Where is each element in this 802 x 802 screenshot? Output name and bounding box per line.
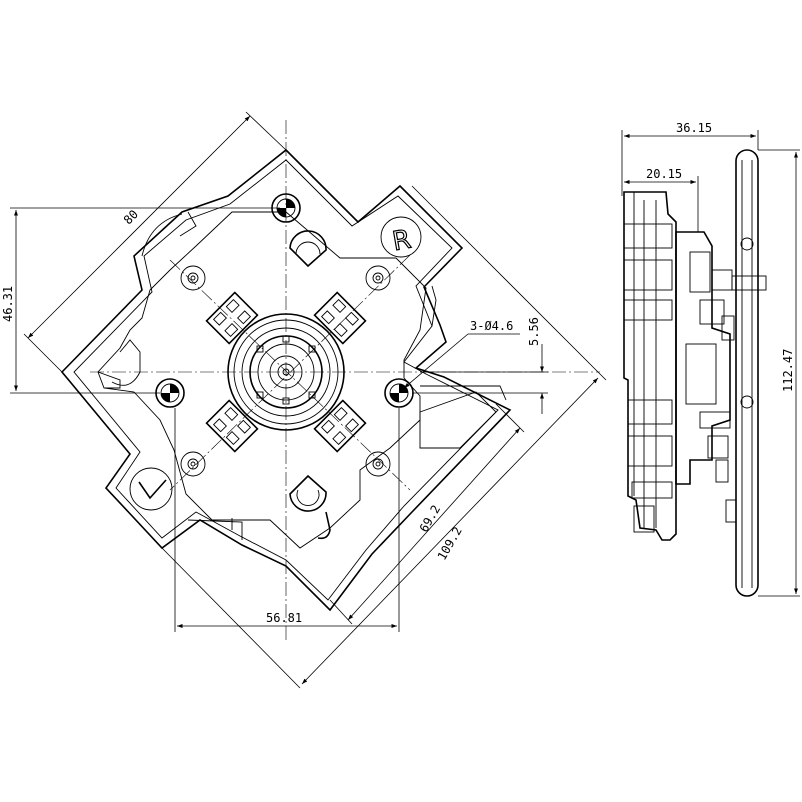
r-badge-label: R bbox=[390, 225, 413, 258]
left-cutout bbox=[111, 339, 141, 386]
dim-1092-text: 109.2 bbox=[435, 524, 465, 562]
mounting-hole-left bbox=[155, 378, 185, 408]
screw-boss-bottom-right bbox=[365, 451, 391, 477]
dim-80-text: 80 bbox=[121, 207, 141, 227]
dim-3615-text: 36.15 bbox=[676, 121, 712, 135]
dim-5681-text: 56.81 bbox=[266, 611, 302, 625]
clip-block-bottom-right bbox=[313, 399, 367, 453]
l-badge-mark bbox=[138, 479, 167, 500]
dim-692-ext-b bbox=[329, 599, 353, 625]
side-main-body bbox=[623, 191, 677, 541]
clip-block-top-right bbox=[313, 291, 367, 345]
dim-1092-line bbox=[301, 377, 599, 685]
side-view: 36.15 20.15 112.47 bbox=[621, 121, 800, 597]
side-connector bbox=[675, 231, 731, 485]
r-badge bbox=[380, 216, 422, 258]
dim-2015-text: 20.15 bbox=[646, 167, 682, 181]
right-pocket bbox=[419, 391, 497, 449]
top-tab bbox=[289, 230, 327, 268]
screw-boss-top-left bbox=[180, 265, 206, 291]
clip-block-bottom-left bbox=[205, 399, 259, 453]
bottom-bracket bbox=[187, 518, 243, 540]
inner-plate bbox=[97, 211, 427, 549]
diagonal-centerline-b bbox=[169, 254, 411, 491]
dim-11247-text: 112.47 bbox=[781, 349, 795, 392]
dim-1092-ext-b bbox=[161, 547, 301, 689]
bottom-tab-inner bbox=[296, 489, 320, 507]
top-tab-inner bbox=[295, 241, 321, 255]
dim-1092-ext-a bbox=[411, 185, 607, 381]
front-dimensions: 80 46.31 5.56 3-Ø4.6 69.2 109.2 56.81 bbox=[1, 111, 607, 689]
left-notch bbox=[97, 371, 121, 389]
mounting-hole-right bbox=[384, 378, 414, 408]
l-badge bbox=[129, 467, 173, 511]
right-step bbox=[420, 285, 507, 401]
hole-callout-text: 3-Ø4.6 bbox=[470, 319, 513, 333]
side-front-plate bbox=[735, 149, 759, 597]
screw-boss-bottom-left bbox=[180, 451, 206, 477]
clip-block-top-left bbox=[205, 291, 259, 345]
screw-boss-top-right bbox=[365, 265, 391, 291]
center-boss bbox=[227, 313, 345, 431]
dim-556-text: 5.56 bbox=[527, 317, 541, 346]
dim-692-ext-a bbox=[495, 403, 525, 433]
diagonal-centerline-a bbox=[169, 259, 411, 491]
dim-80-ext-b bbox=[23, 333, 63, 373]
dim-4631-text: 46.31 bbox=[1, 286, 15, 322]
dim-80-ext-a bbox=[245, 111, 287, 151]
dim-80-line bbox=[27, 115, 251, 339]
